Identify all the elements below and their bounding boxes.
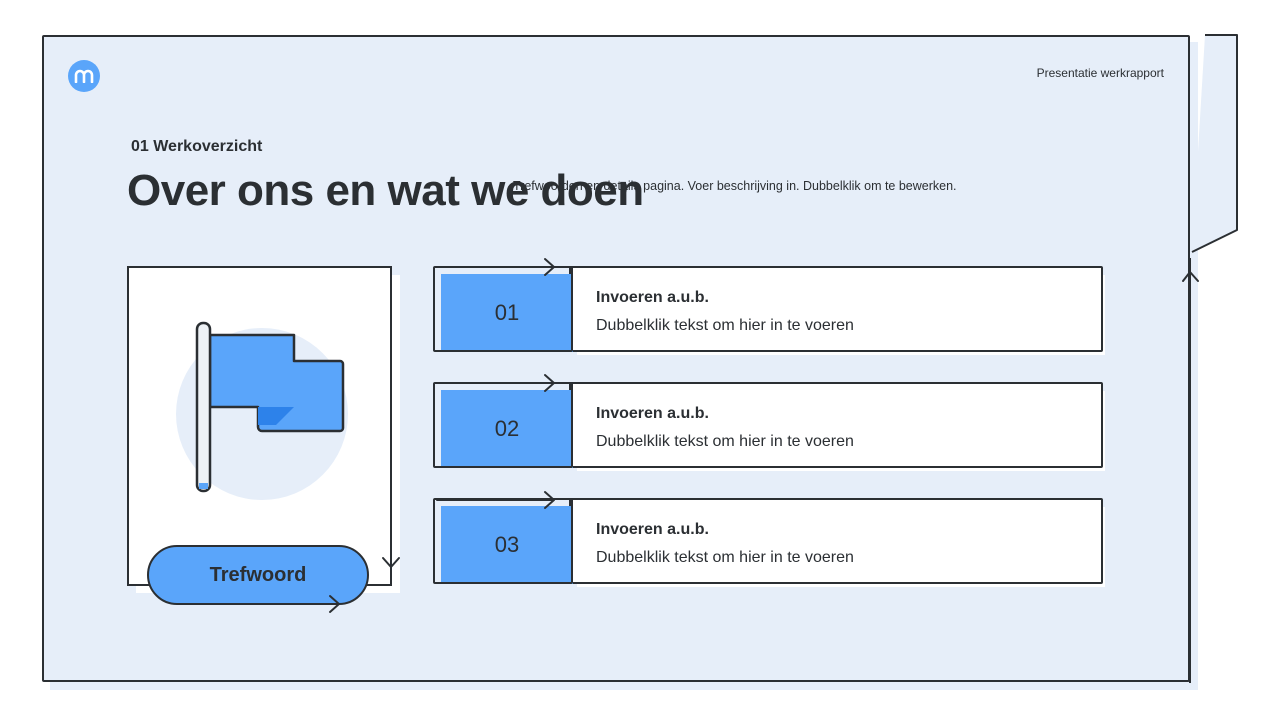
item-description[interactable]: Dubbelklik tekst om hier in te voeren (596, 433, 854, 450)
list-item[interactable]: 03 Invoeren a.u.b. Dubbelklik tekst om h… (433, 498, 1105, 587)
section-number: 01 Werkoverzicht (131, 138, 263, 155)
slide-tab-decoration (1189, 34, 1238, 290)
item-number: 01 (441, 274, 573, 352)
item-description[interactable]: Dubbelklik tekst om hier in te voeren (596, 317, 854, 334)
item-number-frame (433, 266, 573, 352)
brand-logo (68, 60, 100, 92)
item-card (569, 382, 1103, 468)
item-number-frame (433, 382, 573, 468)
list-item[interactable]: 02 Invoeren a.u.b. Dubbelklik tekst om h… (433, 382, 1105, 471)
item-number: 02 (441, 390, 573, 468)
item-title[interactable]: Invoeren a.u.b. (596, 521, 709, 538)
item-description[interactable]: Dubbelklik tekst om hier in te voeren (596, 549, 854, 566)
report-label: Presentatie werkrapport (1036, 66, 1164, 80)
list-item[interactable]: 01 Invoeren a.u.b. Dubbelklik tekst om h… (433, 266, 1105, 355)
page-title: Over ons en wat we doen (127, 166, 644, 215)
flag-icon (176, 321, 348, 500)
item-title[interactable]: Invoeren a.u.b. (596, 289, 709, 306)
item-title[interactable]: Invoeren a.u.b. (596, 405, 709, 422)
item-number: 03 (441, 506, 573, 584)
item-card (569, 498, 1103, 584)
logo-m-icon (74, 69, 94, 83)
page-subtitle: Trefwoorden en details pagina. Voer besc… (513, 179, 957, 193)
item-number-frame (433, 498, 573, 584)
item-card (569, 266, 1103, 352)
keyword-pill[interactable]: Trefwoord (147, 545, 369, 605)
